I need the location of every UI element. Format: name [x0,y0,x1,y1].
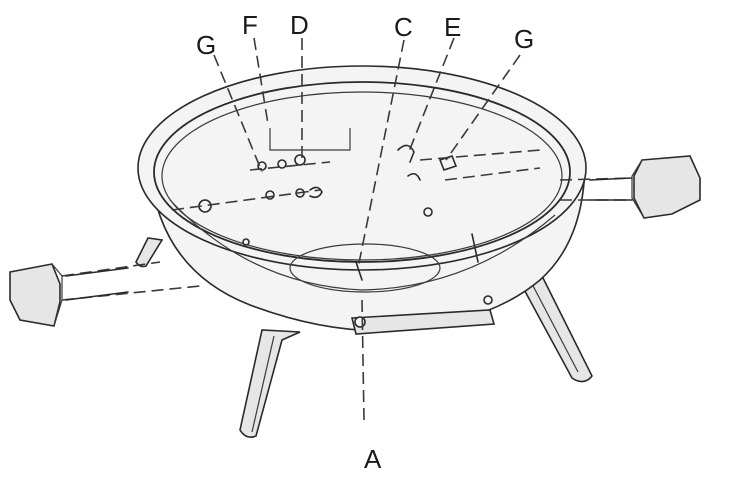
grill-bowl [137,65,587,332]
label-a: A [364,444,382,474]
label-e: E [444,12,461,42]
label-f: F [242,10,258,40]
leader-c [357,39,405,269]
front-bracket [350,295,496,335]
label-c: C [394,12,413,42]
bowl-rim-inner [153,81,571,263]
assembly-guide-lines [171,149,541,421]
leader-e [407,37,455,155]
handle-right [559,155,701,219]
leader-g-left [213,54,263,173]
bowl-rim-outer [137,65,587,271]
leader-g-right [445,54,521,161]
leg-back-left [135,237,164,268]
handle-left [9,261,201,327]
leader-lines [213,37,521,269]
label-g-left: G [196,30,216,60]
leader-f [253,37,269,125]
leg-right [518,270,593,383]
label-g-right: G [514,24,534,54]
bowl-bottom-plate [289,243,441,293]
label-d: D [290,10,309,40]
leg-left [239,329,301,438]
hardware-parts [198,144,479,281]
